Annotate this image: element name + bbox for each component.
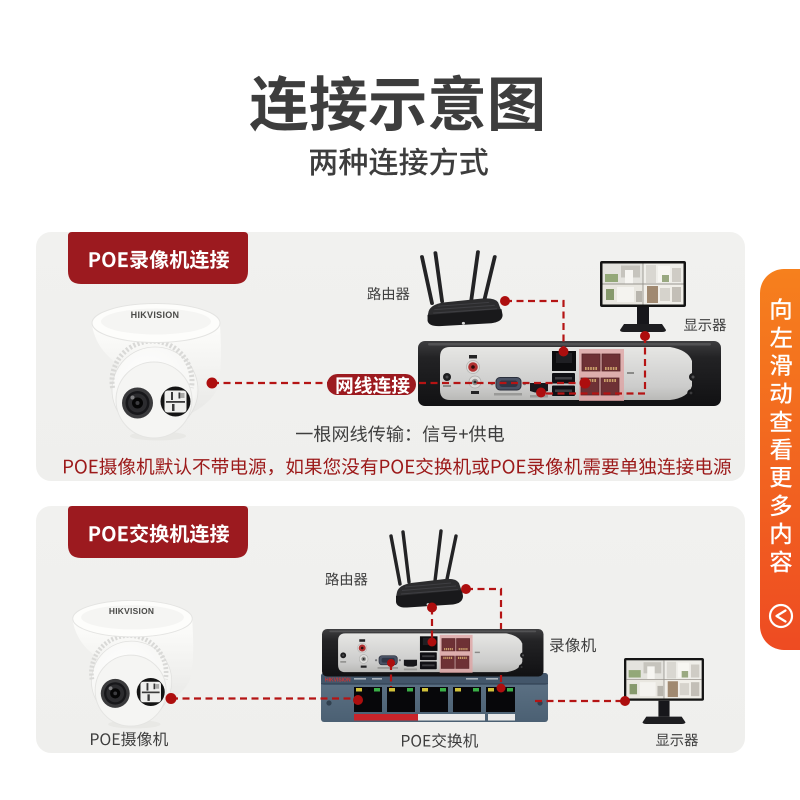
svg-text:HIKVISION: HIKVISION (325, 678, 351, 684)
